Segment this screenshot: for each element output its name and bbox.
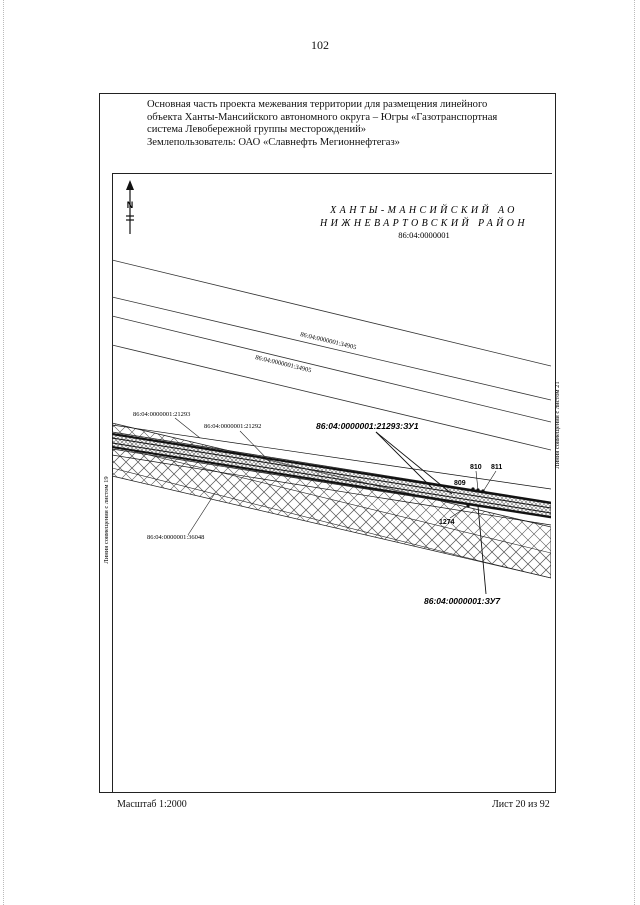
parcel-label-21293: 86:04:0000001:21293 <box>133 411 190 418</box>
parcel-label-34905-a: 86:04:0000001:34905 <box>300 331 357 351</box>
drawing-frame <box>99 93 556 793</box>
district-label: НИЖНЕВАРТОВСКИЙ РАЙОН <box>319 217 528 229</box>
point-1274-label: 1274 <box>439 519 455 526</box>
match-line-left: Линия совмещения с листом 19 <box>103 476 110 563</box>
heading-line-1: Основная часть проекта межевания террито… <box>147 99 488 110</box>
point-810-label: 810 <box>470 464 482 471</box>
heading-line-2: объекта Ханты-Мансийского автономного ок… <box>147 111 498 123</box>
map-frame <box>112 173 552 793</box>
sheet-label: Лист 20 из 92 <box>492 799 550 810</box>
parcel-label-21292: 86:04:0000001:21292 <box>204 423 261 430</box>
project-heading: Основная часть проекта межевания террито… <box>147 99 547 149</box>
leader-810 <box>475 470 479 491</box>
leader-811 <box>483 470 497 491</box>
left-margin-dotted-line <box>3 0 4 905</box>
north-label: N <box>127 200 134 210</box>
point-809-label: 809 <box>454 480 466 487</box>
zu1-leader-1 <box>375 431 433 489</box>
right-margin-dotted-line <box>634 0 635 905</box>
heading-line-3: система Левобережной группы месторождени… <box>147 124 367 136</box>
leader-36048 <box>187 492 216 536</box>
point-811-label: 811 <box>491 464 502 471</box>
zu1-leader-2 <box>375 431 453 495</box>
leader-21293 <box>174 417 201 439</box>
parcel-label-36048: 86:04:0000001:36048 <box>147 534 204 541</box>
pipeline-corridor <box>112 431 551 519</box>
zu1-label: 86:04:0000001:21293:ЗУ1 <box>316 421 419 431</box>
heading-line-4: Землепользователь: ОАО «Славнефть Мегион… <box>147 136 400 148</box>
north-arrow-icon <box>126 180 134 234</box>
zu7-label: 86:04:0000001:ЗУ7 <box>424 596 501 606</box>
match-line-right: Линия совмещения с листом 21 <box>554 381 561 468</box>
region-label: ХАНТЫ-МАНСИЙСКИЙ АО <box>329 204 518 216</box>
scale-label: Масштаб 1:2000 <box>117 799 187 810</box>
page-number: 102 <box>311 38 329 52</box>
upper-parcel-boundaries <box>112 259 551 451</box>
leader-1274 <box>449 505 469 519</box>
crosshatched-zone-edge <box>112 445 551 579</box>
quarter-label: 86:04:0000001 <box>398 230 449 240</box>
leader-21292 <box>239 430 271 463</box>
zu7-leader <box>477 505 487 595</box>
